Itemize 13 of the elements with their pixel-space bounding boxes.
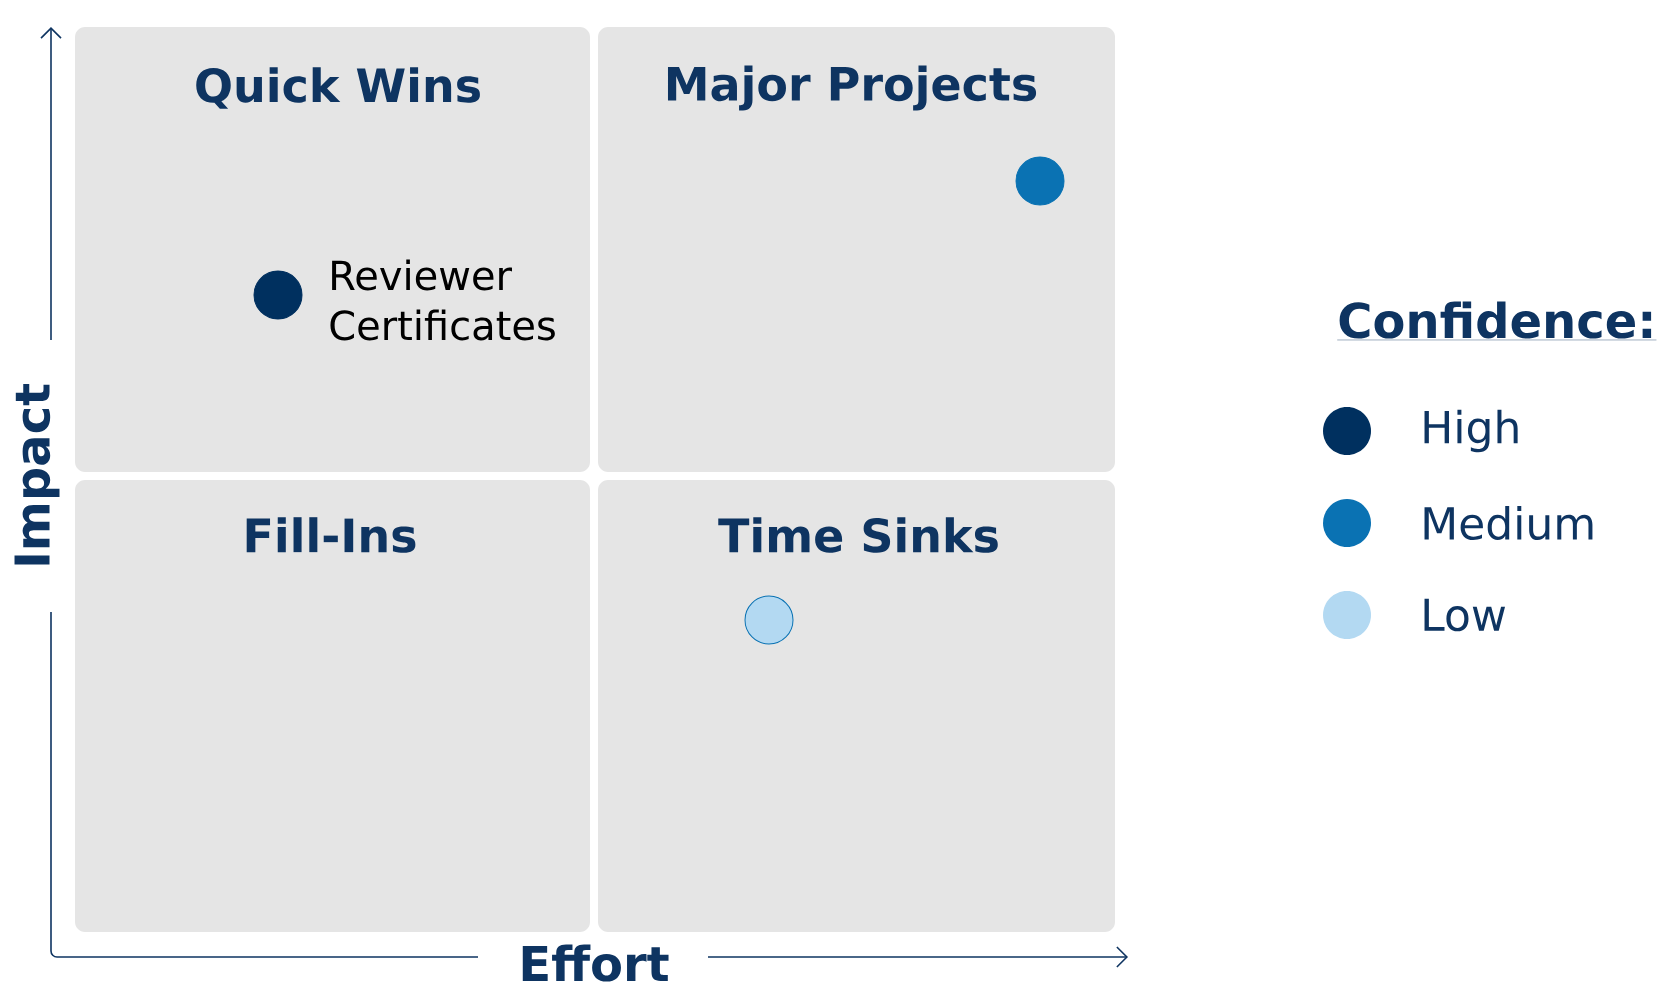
data-point	[744, 595, 794, 645]
quadrant-box: Time Sinks	[598, 480, 1115, 932]
legend-label: High	[1424, 409, 1518, 453]
legend-title: Confidence:	[1337, 301, 1657, 341]
data-point	[253, 270, 303, 320]
legend-label: Low	[1424, 598, 1506, 632]
data-point	[1015, 156, 1065, 206]
quadrant-box: Major Projects	[598, 27, 1115, 472]
legend-label: Medium	[1424, 506, 1593, 541]
axis-label: Effort	[506, 932, 682, 994]
axis-label: Impact	[2, 371, 72, 581]
quadrant-box: Fill-Ins	[75, 480, 590, 932]
point-label: Reviewer Certificates	[330, 259, 555, 341]
